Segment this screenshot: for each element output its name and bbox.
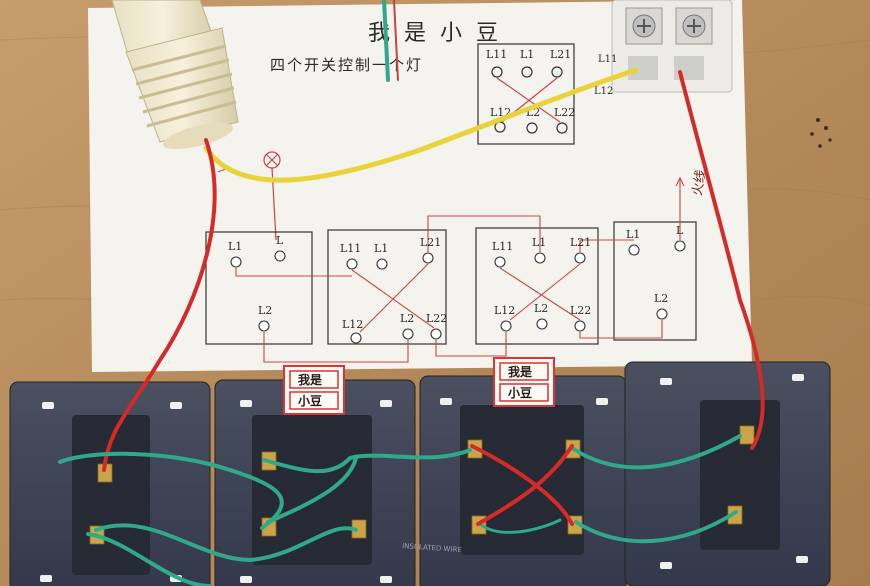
breaker-label-l11: L11: [598, 54, 617, 65]
svg-text:L2: L2: [258, 304, 272, 317]
diagram-switch-boxes: [205, 221, 697, 345]
svg-text:L22: L22: [426, 312, 447, 325]
breaker-label-l12: L12: [594, 86, 613, 97]
diagram-labels: L1 L L2 L11 L1 L21 L12 L2 L22 L11 L1 L21…: [228, 224, 684, 331]
svg-text:L1: L1: [532, 236, 546, 249]
svg-text:L: L: [276, 234, 284, 247]
svg-text:L21: L21: [550, 48, 571, 61]
paper-sheet: [88, 0, 752, 372]
svg-text:L22: L22: [554, 106, 575, 119]
svg-text:L2: L2: [534, 302, 548, 315]
svg-text:L22: L22: [570, 304, 591, 317]
svg-text:L1: L1: [374, 242, 388, 255]
svg-text:L11: L11: [340, 242, 361, 255]
wires: [58, 0, 765, 586]
svg-text:L1: L1: [626, 228, 640, 241]
svg-text:小豆: 小豆: [508, 385, 532, 400]
hotwire-note: 火线: [690, 169, 709, 197]
svg-text:L11: L11: [492, 240, 513, 253]
svg-text:L12: L12: [494, 304, 515, 317]
diagram-top-switch: [477, 43, 575, 145]
diagram-terminals: [230, 240, 686, 344]
svg-text:L1: L1: [520, 48, 534, 61]
wood-dots: [810, 118, 832, 148]
lamp-holder: [111, 0, 239, 150]
svg-text:L1: L1: [228, 240, 242, 253]
svg-text:我是: 我是: [298, 372, 323, 387]
switch-plates: [9, 361, 831, 586]
svg-text:L21: L21: [570, 236, 591, 249]
svg-text:L21: L21: [420, 236, 441, 249]
svg-text:L: L: [676, 224, 684, 237]
svg-text:小豆: 小豆: [298, 393, 322, 408]
paper-title: 我是小豆: [368, 21, 512, 46]
switch-tag-2: 我是 小豆: [493, 357, 555, 407]
svg-text:L11: L11: [486, 48, 507, 61]
svg-text:L12: L12: [342, 318, 363, 331]
paper-subtitle: 四个开关控制一个灯: [270, 56, 423, 74]
svg-text:L2: L2: [654, 292, 668, 305]
breaker-module: L11 L12: [594, 0, 733, 97]
switch-tag-1: 我是 小豆: [283, 365, 345, 415]
svg-text:我是: 我是: [508, 364, 533, 379]
diagram-red-wiring: [235, 176, 685, 363]
svg-text:L2: L2: [400, 312, 414, 325]
